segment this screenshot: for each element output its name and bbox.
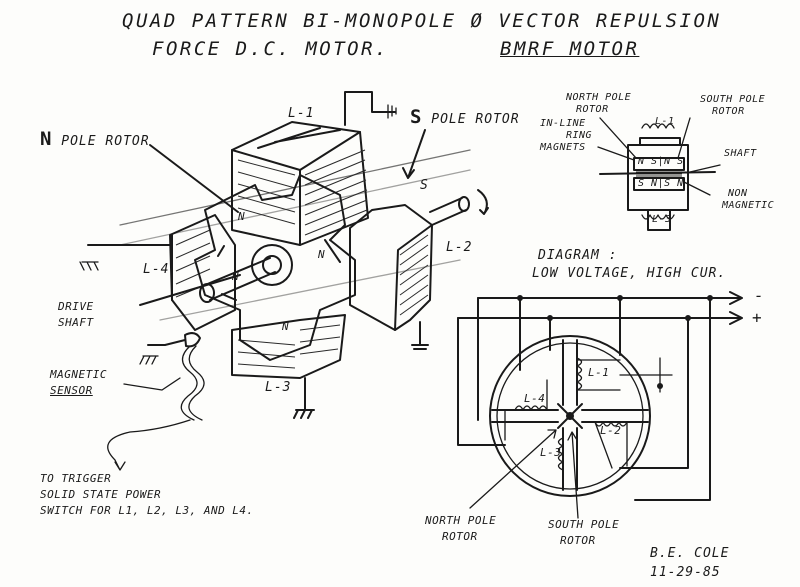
diagram-l3: L-3 <box>540 446 562 459</box>
drive-shaft-leader <box>139 274 241 306</box>
coil-l3 <box>231 314 346 419</box>
coil-l1-label: L-1 <box>288 106 315 121</box>
trigger-label-3: SWITCH FOR L1, L2, L3, AND L4. <box>40 504 254 517</box>
magnetic-sensor-label-2: SENSOR <box>50 384 93 397</box>
s-mark: S <box>420 178 429 193</box>
s-pole-leader <box>402 129 426 179</box>
diagram-south-2: ROTOR <box>560 534 596 547</box>
signature-name: B.E. COLE <box>650 546 730 561</box>
signature-date: 11-29-85 <box>650 565 721 580</box>
title-line-2: FORCE D.C. MOTOR. <box>152 38 389 60</box>
coil-l2-label: L-2 <box>446 240 473 255</box>
magnetic-sensor <box>107 332 205 471</box>
circuit-diagram <box>457 291 743 519</box>
magnetic-sensor-label-1: MAGNETIC <box>50 368 107 381</box>
n-letter: N <box>40 128 53 150</box>
n-mark-2: N <box>318 248 326 261</box>
diagram-l2: L-2 <box>600 424 622 437</box>
diagram-north-2: ROTOR <box>442 530 478 543</box>
coil-l4-label: L-4 <box>143 262 170 277</box>
inset-inline-2: RING <box>566 130 593 141</box>
inset-north-1: NORTH POLE <box>566 92 632 103</box>
inset-north-2: ROTOR <box>576 104 609 115</box>
n-mark-3: N <box>282 320 290 333</box>
coil-l2 <box>349 204 433 350</box>
title-short: BMRF MOTOR <box>500 38 640 60</box>
diagram-l4: L-4 <box>524 392 546 405</box>
trigger-label-2: SOLID STATE POWER <box>40 488 162 501</box>
inset-south-1: SOUTH POLE <box>700 94 766 105</box>
drive-shaft-label-1: DRIVE <box>58 300 94 313</box>
inset-l3: L-3 <box>652 214 672 225</box>
n-mark-4: N <box>232 270 240 283</box>
coil-l1 <box>231 91 397 246</box>
inset-inline-3: MAGNETS <box>540 142 586 153</box>
coil-l3-label: L-3 <box>265 380 292 395</box>
inset-non-1: NON <box>728 188 748 199</box>
trigger-label-1: TO TRIGGER <box>40 472 112 485</box>
diagram-heading: DIAGRAM : <box>538 248 618 263</box>
motor-drawing <box>79 91 489 471</box>
inset-shaft: SHAFT <box>724 148 757 159</box>
rail-plus: + <box>752 308 764 327</box>
rotor-inset <box>597 117 721 231</box>
s-pole-rotor-label: S POLE ROTOR <box>410 106 520 128</box>
diagram-north-1: NORTH POLE <box>425 514 497 527</box>
n-pole-rotor-label: N POLE ROTOR <box>40 128 150 150</box>
coil-l4 <box>79 214 236 331</box>
inset-inline-1: IN-LINE <box>540 118 586 129</box>
diagram-subheading: LOW VOLTAGE, HIGH CUR. <box>532 266 727 281</box>
diagram-south-1: SOUTH POLE <box>548 518 620 531</box>
s-letter: S <box>410 106 423 128</box>
inset-ns-top: N S|N S <box>638 156 684 167</box>
n-pole-leader <box>149 144 239 213</box>
n-mark-1: N <box>238 210 246 223</box>
n-pole-rotor-cross <box>194 174 356 361</box>
diagram-l1: L-1 <box>588 366 610 379</box>
inset-l1: L-1 <box>655 116 675 127</box>
inset-non-2: MAGNETIC <box>722 200 775 211</box>
drive-shaft-label-2: SHAFT <box>58 316 94 329</box>
rail-minus: - <box>754 286 766 305</box>
stator-circle <box>489 335 651 497</box>
s-pole-rotor-text: POLE ROTOR <box>431 112 520 127</box>
inset-ns-bottom: S N|S N <box>638 178 684 189</box>
drive-shaft <box>199 189 489 303</box>
title-line-1: QUAD PATTERN BI-MONOPOLE Ø VECTOR REPULS… <box>122 10 722 32</box>
inset-south-2: ROTOR <box>712 106 745 117</box>
n-pole-rotor-text: POLE ROTOR <box>61 134 150 149</box>
